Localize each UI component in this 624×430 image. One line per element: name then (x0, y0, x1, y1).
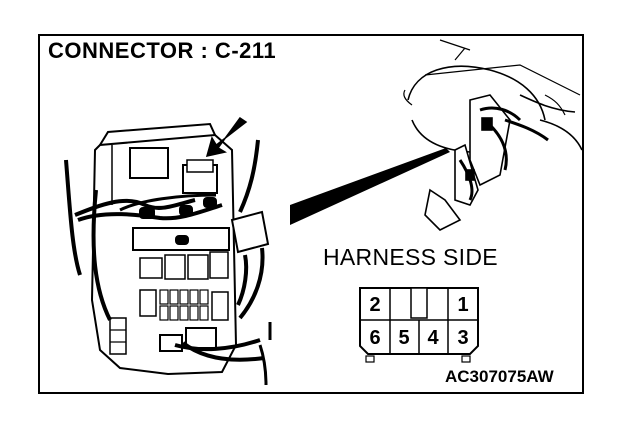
pin-1: 1 (457, 294, 468, 316)
pin-6: 6 (369, 327, 380, 349)
pin-3: 3 (457, 327, 468, 349)
dashboard-illustration (403, 39, 583, 231)
harness-side-label: HARNESS SIDE (323, 244, 498, 270)
zoom-beam (290, 148, 450, 225)
pin-2: 2 (369, 294, 380, 316)
connector-title: CONNECTOR : C-211 (48, 38, 277, 63)
connector-face: 2 1 6 5 4 3 (359, 287, 479, 363)
junction-block-illustration (64, 116, 272, 386)
pin-5: 5 (398, 327, 409, 349)
figure-code: AC307075AW (445, 367, 554, 386)
pin-4: 4 (427, 327, 439, 349)
